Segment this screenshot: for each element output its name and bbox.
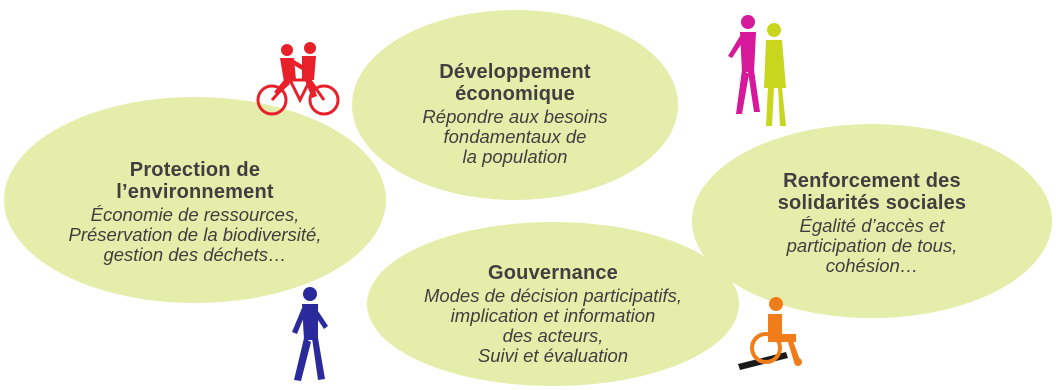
walking-person-icon bbox=[292, 287, 328, 381]
economic-title: Développement économique bbox=[439, 61, 591, 105]
social-solidarity-ellipse: Renforcement des solidarités sociales Ég… bbox=[692, 124, 1052, 318]
governance-ellipse: Gouvernance Modes de décision participat… bbox=[367, 222, 739, 386]
governance-description: Modes de décision participatifs, implica… bbox=[423, 285, 683, 366]
economic-development-ellipse: Développement économique Répondre aux be… bbox=[352, 10, 678, 200]
tandem-bicycle-icon bbox=[256, 42, 340, 116]
social-description: Égalité d’accès et participation de tous… bbox=[786, 215, 958, 276]
governance-title: Gouvernance bbox=[487, 262, 619, 284]
environment-protection-ellipse: Protection de l’environnement Économie d… bbox=[4, 97, 386, 303]
environment-description: Économie de ressources, Préservation de … bbox=[68, 204, 322, 265]
economic-description: Répondre aux besoins fondamentaux de la … bbox=[422, 106, 608, 167]
environment-title: Protection de l’environnement bbox=[116, 159, 274, 203]
walking-couple-icon bbox=[728, 15, 786, 126]
wheelchair-user-icon bbox=[736, 297, 832, 372]
social-title: Renforcement des solidarités sociales bbox=[777, 170, 967, 214]
